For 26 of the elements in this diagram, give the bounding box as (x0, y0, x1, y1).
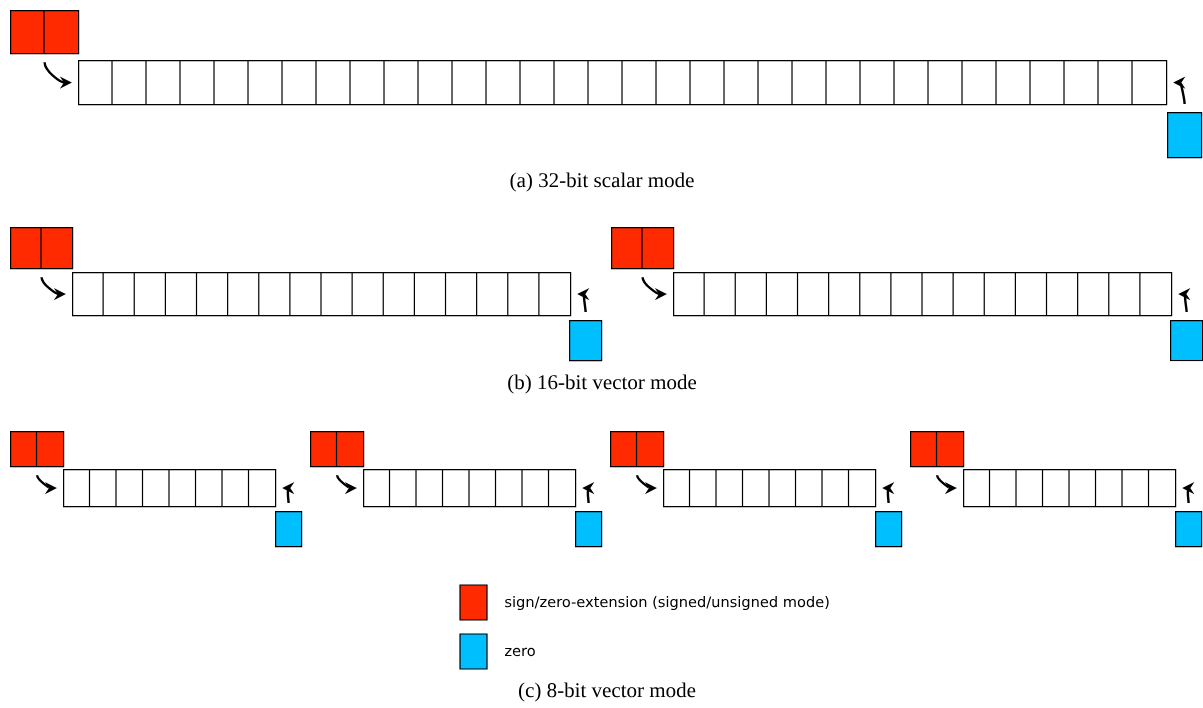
register-bar (673, 271, 1173, 317)
sign-extension-block (610, 430, 665, 468)
register-bar (363, 468, 577, 508)
sign-extension-block (310, 430, 365, 468)
caption-text: (b) 16-bit vector mode (508, 374, 697, 394)
zero-block (275, 511, 303, 548)
zero-block (875, 511, 903, 548)
sign-extension-block (10, 9, 80, 55)
register-bar (963, 468, 1177, 508)
register-bar (63, 468, 277, 508)
register-bar (78, 59, 1168, 106)
caption-text: (c) 8-bit vector mode (519, 682, 696, 702)
sign-extension-block (910, 430, 965, 468)
zero-block (569, 320, 603, 362)
sign-extension-block (611, 226, 675, 270)
sign-extension-block (10, 226, 74, 270)
legend-text: sign/zero-extension (signed/unsigned mode) (505, 595, 829, 611)
legend-text: zero (505, 647, 535, 657)
sign-extension-block (10, 430, 65, 468)
zero-block (575, 511, 603, 548)
register-bar (72, 271, 572, 317)
caption-text: (a) 32-bit scalar mode (510, 172, 694, 192)
zero-block (1170, 320, 1203, 362)
register-bar (663, 468, 877, 508)
zero-block (1167, 112, 1203, 159)
zero-block (1175, 511, 1203, 548)
